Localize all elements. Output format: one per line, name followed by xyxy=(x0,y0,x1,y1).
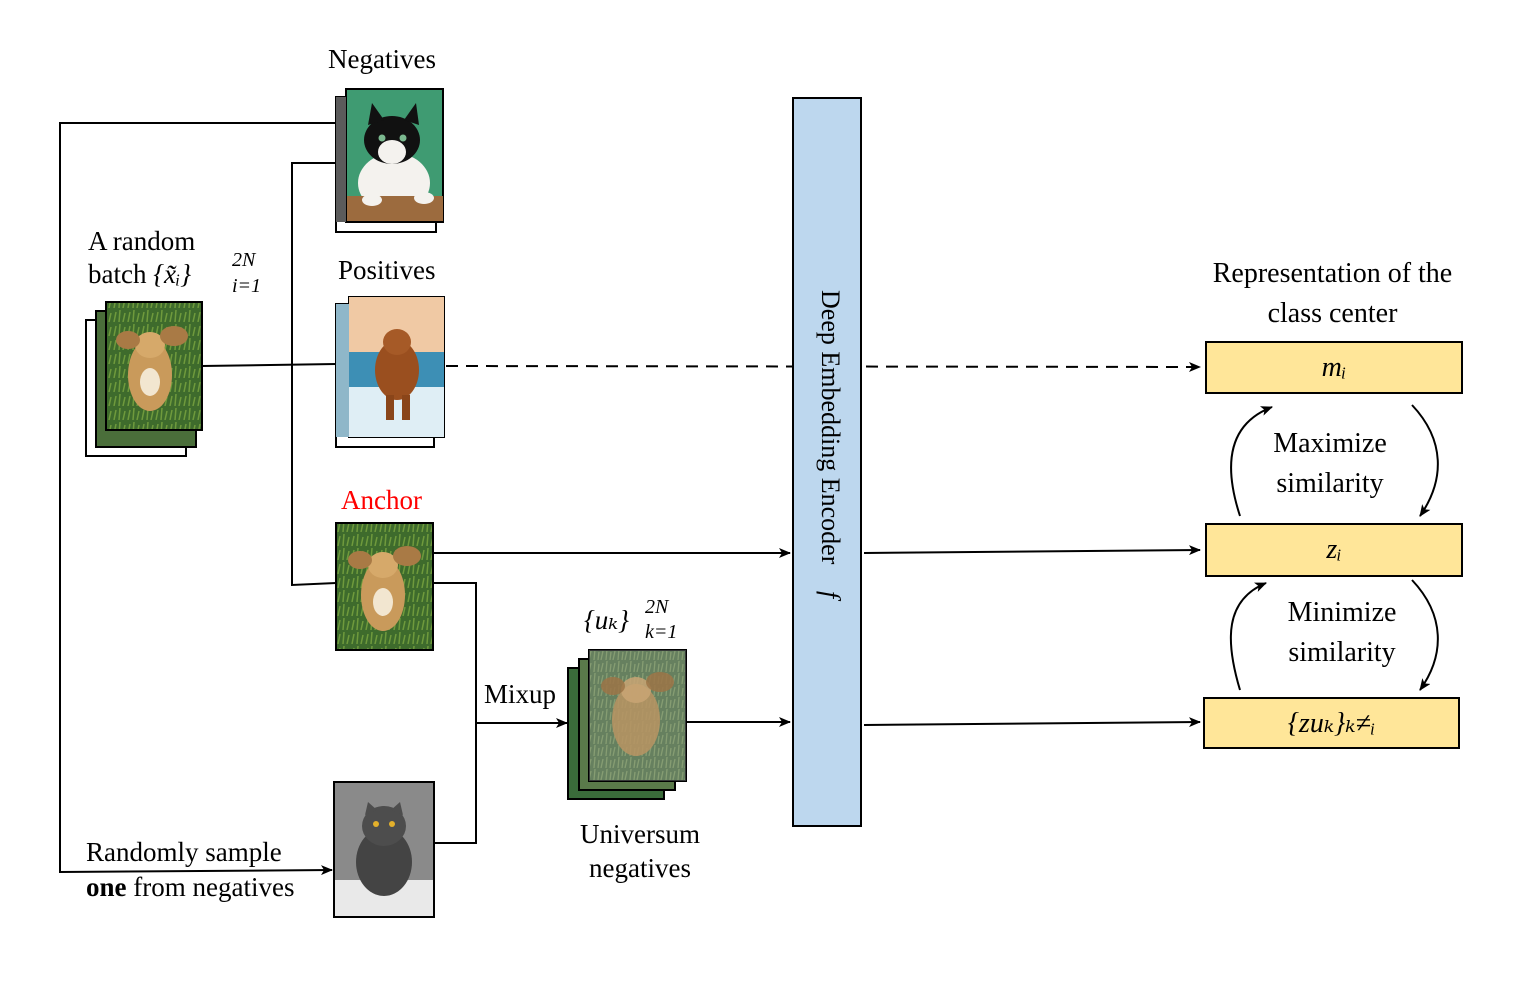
encoder-to-zi-arrow xyxy=(863,545,1201,556)
random-batch-line1: A random xyxy=(88,226,196,256)
positives-to-mi-dashed xyxy=(445,361,1201,372)
universum-set-label: {uₖ} xyxy=(584,605,629,635)
universum-zuk-box: {zuₖ}ₖ≠ᵢ xyxy=(1203,697,1460,749)
sample-caption-line1: Randomly sample xyxy=(86,837,282,867)
random-batch-image xyxy=(85,301,203,457)
minimize-arrow-down xyxy=(1411,579,1439,691)
encoder-label: Deep Embedding Encoder f xyxy=(810,290,850,650)
encoder-to-zuk-arrow xyxy=(863,717,1201,728)
random-batch-subscript: i=1 xyxy=(232,275,262,297)
maximize-label-line2: similarity xyxy=(1276,468,1384,499)
universum-mixup-image xyxy=(567,649,687,800)
class-center-heading-line1: Representation of the xyxy=(1212,258,1453,289)
sample-caption-rest: from negatives xyxy=(133,872,295,902)
anchor-zi-box: zᵢ xyxy=(1205,523,1463,577)
minimize-arrow-up xyxy=(1229,582,1267,691)
maximize-label-line1: Maximize xyxy=(1273,428,1387,459)
class-center-heading-line2: class center xyxy=(1267,298,1398,329)
mixup-label: Mixup xyxy=(484,679,557,709)
random-batch-superscript: 2N xyxy=(232,249,256,271)
minimize-label-line1: Minimize xyxy=(1287,597,1397,628)
random-batch-line2: batch {x̃ᵢ} xyxy=(88,258,191,290)
sample-caption-bold: one xyxy=(86,872,127,902)
universum-caption-line1: Universum xyxy=(580,819,700,849)
maximize-arrow-up xyxy=(1230,406,1273,517)
positives-dog-image xyxy=(335,296,445,448)
anchor-dog-image xyxy=(335,522,434,651)
anchor-label: Anchor xyxy=(341,485,422,515)
encoder-name: Deep Embedding Encoder xyxy=(816,290,845,565)
negatives-to-sample-wire xyxy=(59,122,336,876)
encoder-symbol: f xyxy=(816,590,845,599)
negatives-anchor-bracket xyxy=(291,162,337,587)
random-batch-set: {x̃ᵢ} xyxy=(153,259,192,289)
batch-to-positives-wire xyxy=(201,363,337,367)
deep-embedding-encoder-block xyxy=(792,97,862,827)
maximize-arrow-down xyxy=(1411,404,1439,517)
class-center-mi-box: mᵢ xyxy=(1205,341,1463,394)
positives-label: Positives xyxy=(338,255,436,285)
random-batch-word: batch xyxy=(88,259,147,289)
universum-subscript: k=1 xyxy=(645,621,678,643)
sample-caption-line2: one from negatives xyxy=(86,871,294,903)
negatives-label: Negatives xyxy=(328,44,436,74)
universum-caption-line2: negatives xyxy=(589,853,691,883)
negatives-cat-image xyxy=(335,88,444,233)
sampled-negative-cat-image xyxy=(333,781,435,918)
mixup-bracket xyxy=(434,582,477,844)
minimize-label-line2: similarity xyxy=(1288,637,1396,668)
universum-superscript: 2N xyxy=(645,596,669,618)
